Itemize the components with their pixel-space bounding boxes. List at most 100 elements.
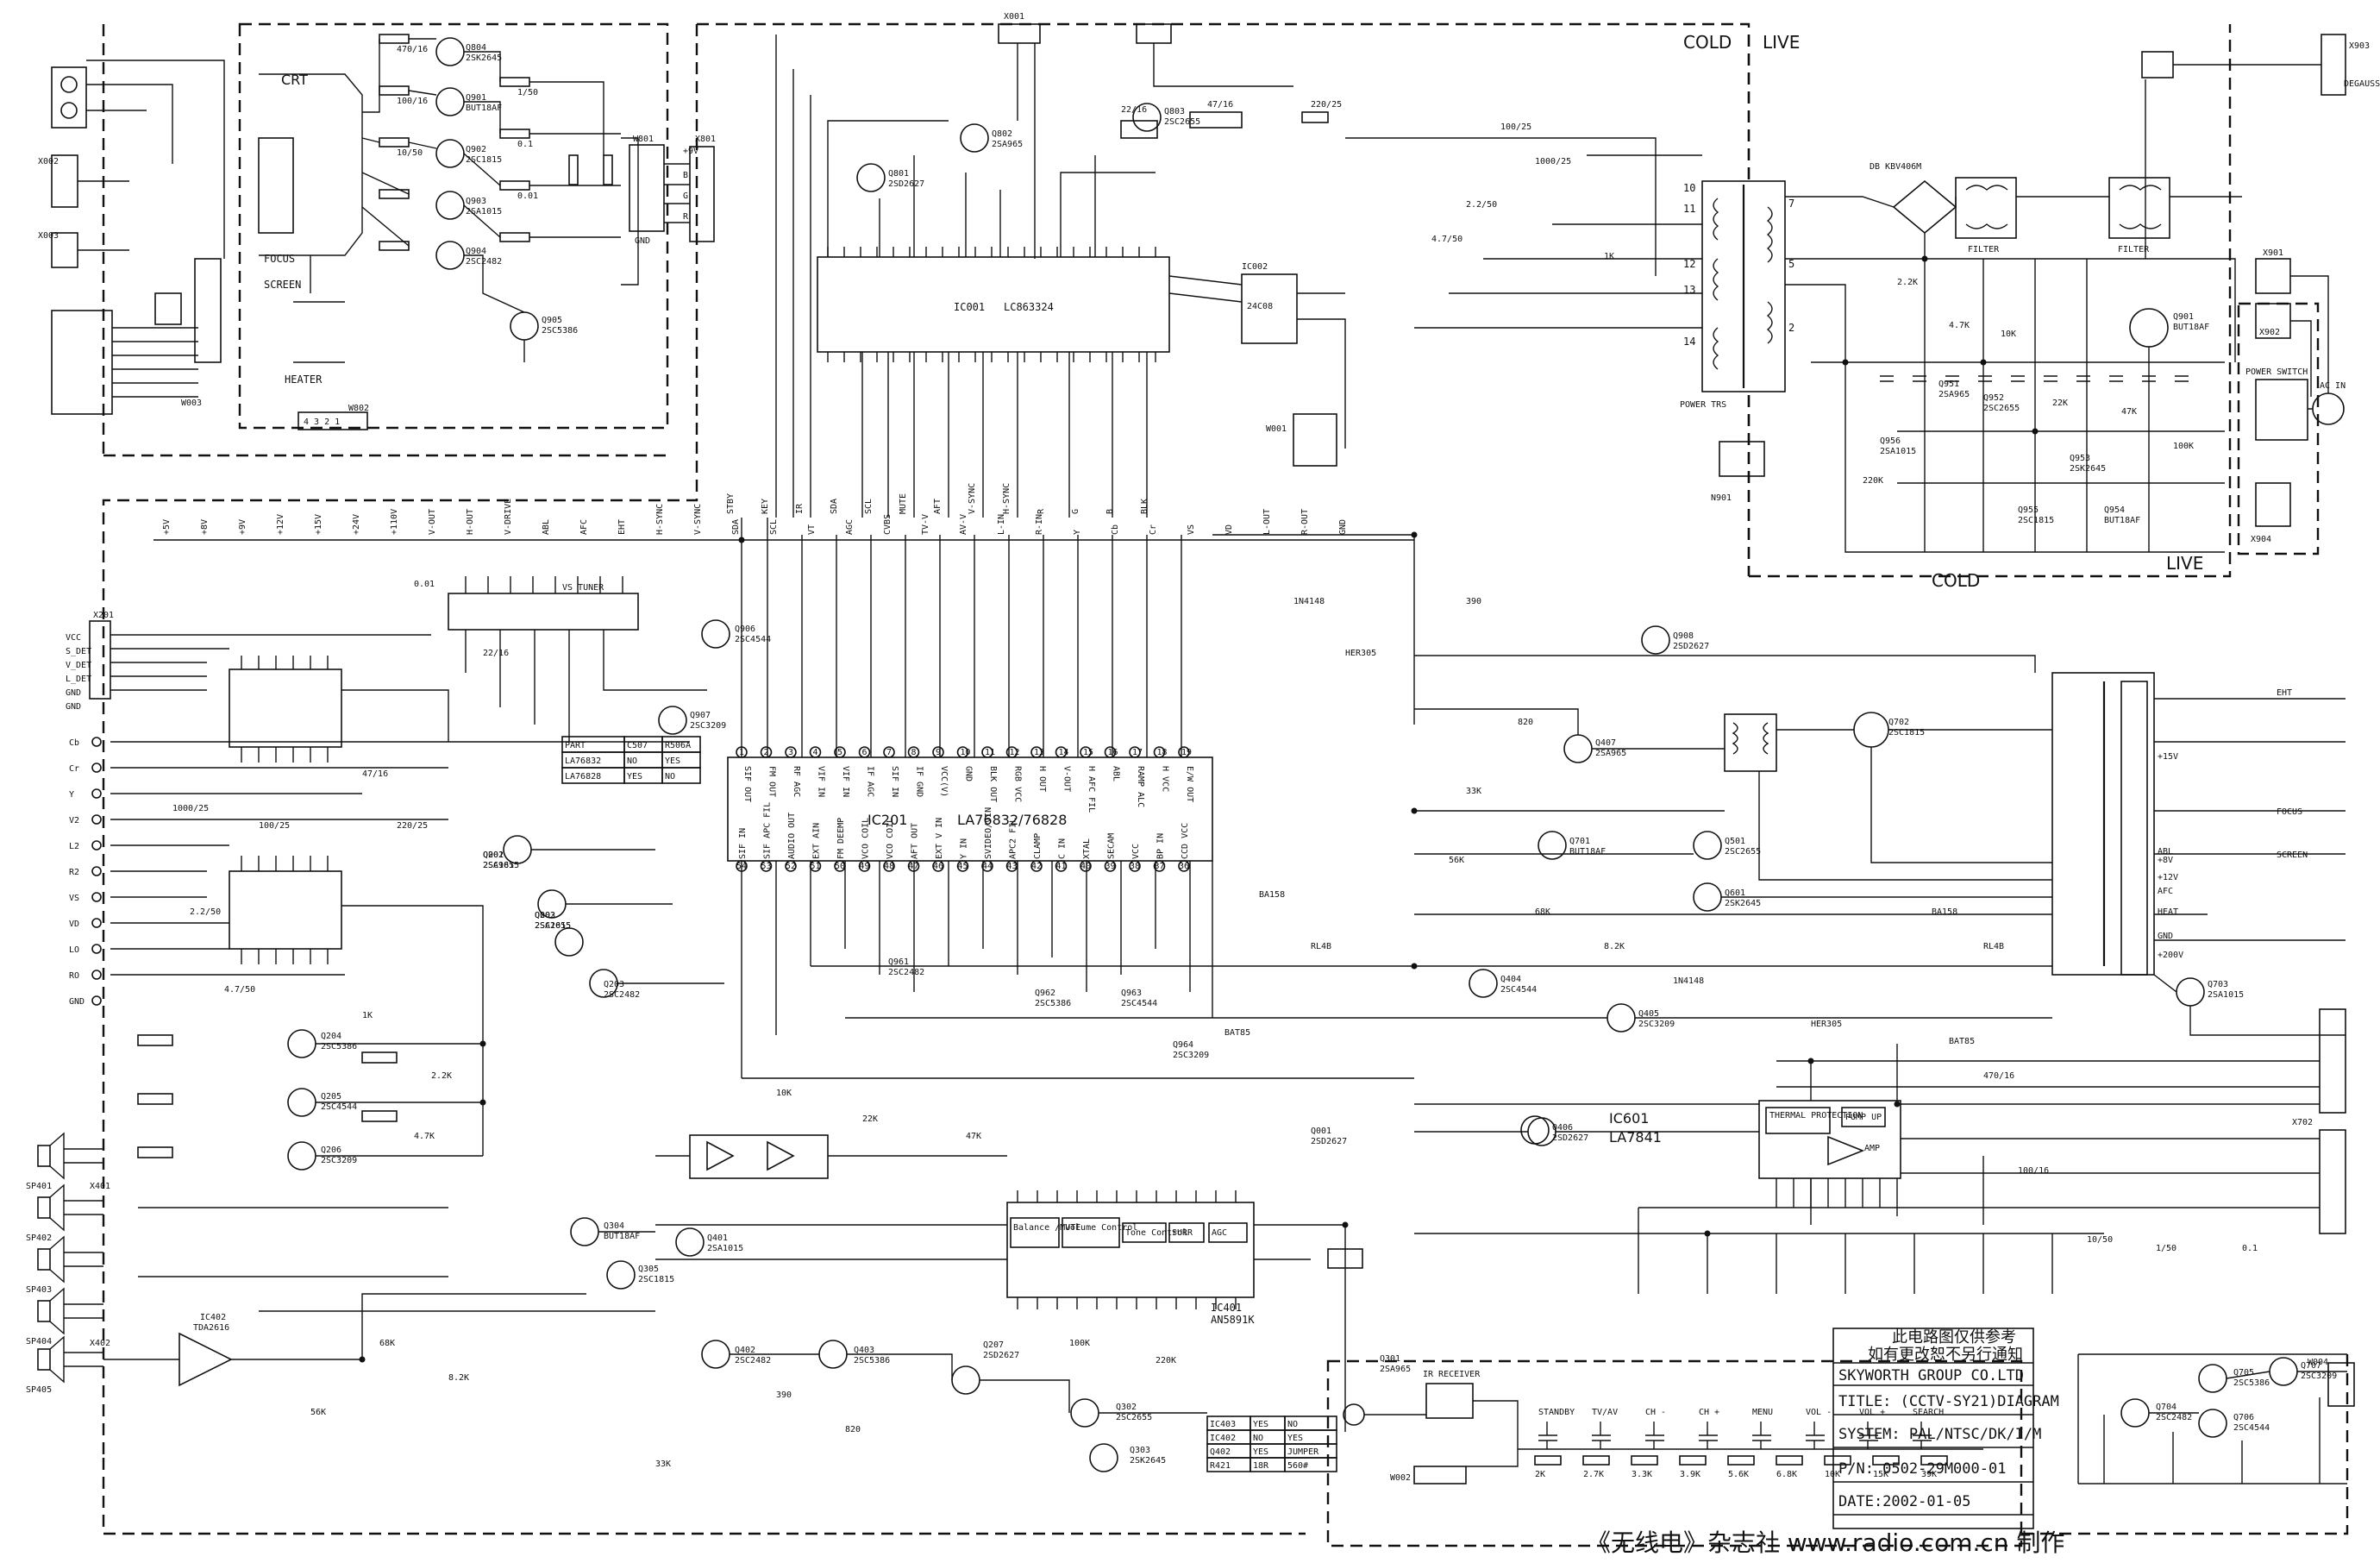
top-signal-label: IR: [795, 503, 805, 514]
svg-text:IC401: IC401: [1211, 1302, 1242, 1314]
section-cold-top: COLD: [1683, 32, 1732, 53]
speaker-ref: SP404: [26, 1337, 52, 1346]
component-value: 0.1: [2242, 1244, 2258, 1253]
ic201-pin-number: 43: [1007, 862, 1018, 871]
company-name: SKYWORTH GROUP CO.LTD: [1838, 1367, 2024, 1384]
svg-text:DB KBV406M: DB KBV406M: [1870, 162, 1921, 172]
ic201-pin-number: 18: [1157, 748, 1168, 757]
fbt-terminal-label: +8V: [2158, 856, 2173, 865]
svg-text:GND: GND: [635, 236, 650, 246]
component-value: 33K: [655, 1459, 671, 1469]
component-value: 820: [845, 1425, 861, 1434]
transistor-ref: Q903: [466, 197, 486, 206]
component-value: HER305: [1345, 649, 1376, 658]
section-cold-bottom: COLD: [1932, 570, 1980, 591]
transformer-pin-left: 13: [1683, 284, 1695, 296]
ic401-block-label: AGC: [1212, 1228, 1227, 1238]
svg-text:W002: W002: [1390, 1473, 1411, 1483]
ic001-ref: IC001: [954, 301, 985, 313]
transistor-type: 2SD2627: [1673, 642, 1709, 651]
fbt-terminal-label: EHT: [2277, 688, 2292, 698]
bus-signal-label: V-DRIVE: [504, 499, 513, 535]
transistor-type: 2SC5386: [321, 1042, 357, 1051]
ic201-pin-label: VCC: [1131, 844, 1141, 859]
transistor-ref: Q003: [535, 911, 555, 920]
component-value: 820: [1518, 718, 1533, 727]
transistor-ref: Q001: [1311, 1127, 1331, 1136]
fbt-terminal-label: FOCUS: [2277, 807, 2302, 817]
component-value: 100K: [2173, 442, 2194, 451]
svg-text:X801: X801: [695, 135, 716, 144]
key-resistor-value: 2.7K: [1583, 1470, 1604, 1479]
transistor-ref: Q953: [2070, 454, 2090, 463]
ic201-pin-number: 17: [1132, 748, 1143, 757]
ic201-pin-label: Y IN: [960, 838, 969, 859]
ic201-pin-number: 36: [1179, 862, 1189, 871]
crt-board: CRT FOCUS SCREEN HEATER 4 3 2 1: [258, 34, 698, 430]
ic-switch-2: [229, 870, 342, 950]
key-resistor-value: 2K: [1535, 1470, 1545, 1479]
component-value: 1000/25: [172, 804, 209, 813]
bus-signal-label: H-OUT: [466, 509, 475, 535]
transistor-ref: Q802: [992, 129, 1012, 139]
svg-text:G: G: [683, 191, 688, 201]
transistor-ref: Q702: [1888, 718, 1909, 727]
key-resistor-value: 3.3K: [1632, 1470, 1652, 1479]
top-signal-label: V-SYNC: [968, 483, 977, 514]
component-value: 0.01: [414, 580, 435, 589]
component-value: 4.7/50: [1431, 235, 1462, 244]
ic401-block-label: Volume Control: [1065, 1223, 1137, 1233]
ic001-mcu: IC001 LC863324 IC002 24C08 X001 W001: [775, 12, 1346, 518]
ic-switch-1: [229, 669, 342, 748]
svg-text:X903: X903: [2349, 41, 2370, 51]
bus-signal-label: +15V: [314, 514, 323, 535]
transistor-ref: Q704: [2156, 1403, 2176, 1412]
transistor-ref: Q703: [2208, 980, 2228, 989]
bus-signal-label: AGC: [845, 519, 855, 535]
transistor-ref: Q901: [466, 93, 486, 103]
svg-text:X902: X902: [2259, 328, 2280, 337]
av-connector-label: GND: [69, 997, 85, 1007]
component-value: 1N4148: [1673, 976, 1704, 986]
transistor-type: 2SD2627: [1311, 1137, 1347, 1146]
transistor-type: 2SC3209: [1173, 1051, 1209, 1060]
av-connector-label: Cb: [69, 738, 79, 748]
component-value: 10/50: [397, 148, 423, 158]
left-connector-label: VCC: [66, 633, 81, 643]
bus-signal-label: VT: [807, 524, 817, 535]
transistor-ref: Q002: [483, 851, 504, 860]
component-value: 390: [776, 1390, 792, 1400]
bus-signal-label: AV-V: [959, 514, 968, 535]
ic201-pin-number: 49: [860, 862, 870, 871]
ic401-block-label: Tone Control: [1125, 1228, 1187, 1238]
focus-label: FOCUS: [264, 253, 295, 265]
transistor-type: 2SC5386: [854, 1356, 890, 1365]
component-value: 68K: [1535, 907, 1550, 917]
ic201-body: [727, 756, 1213, 862]
ic201-pin-number: 4: [813, 748, 818, 757]
key-resistor-value: 6.8K: [1776, 1470, 1797, 1479]
transistor-type: 2SC5386: [1035, 999, 1071, 1008]
ic201-pin-number: 19: [1181, 748, 1192, 757]
fbt-terminal-label: SCREEN: [2277, 851, 2308, 860]
ic001-part: LC863324: [1004, 301, 1054, 313]
ic201-pin-label: SIF IN: [738, 828, 748, 859]
svg-text:X401: X401: [90, 1182, 110, 1191]
transistor-type: 2SA965: [1380, 1365, 1411, 1374]
component-value: BA158: [1932, 907, 1957, 917]
ic201-pin-label: SIF IN: [890, 766, 899, 797]
transistor-type: 2SC5386: [542, 326, 578, 336]
disclaimer-line-1: 此电路图仅供参考: [1892, 1328, 2016, 1346]
component-value: HER305: [1811, 1020, 1842, 1029]
ic401-body: [1006, 1202, 1255, 1298]
transistor-type: 2SA965: [992, 140, 1023, 149]
ic401-function-block: [1208, 1222, 1248, 1243]
component-value: 33K: [1466, 787, 1481, 796]
transistor-ref: Q908: [1673, 631, 1694, 641]
amp-table-cell: YES: [1287, 1434, 1303, 1443]
ic201-pin-label: CCD VCC: [1181, 823, 1190, 859]
transistor-type: 2SC3209: [321, 1156, 357, 1165]
